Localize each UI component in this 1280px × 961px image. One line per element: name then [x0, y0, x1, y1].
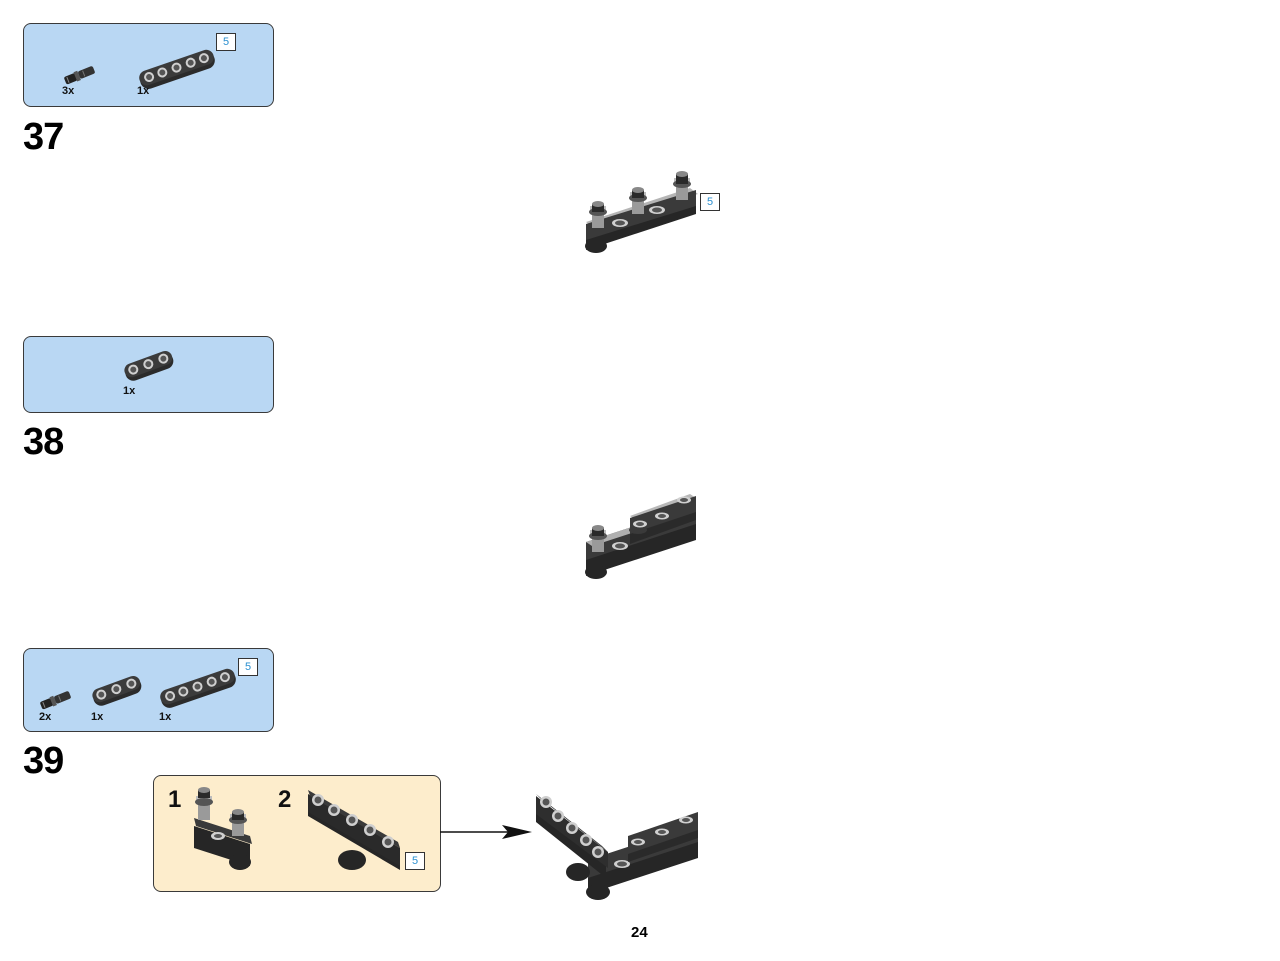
step-39-assembly-illustration	[536, 794, 698, 900]
step-number: 39	[23, 740, 64, 782]
arrow-right-icon	[440, 825, 532, 839]
length-badge: 5	[405, 852, 425, 870]
substep-callout: 1 2 5	[153, 775, 441, 892]
step-38-assembly-illustration	[585, 494, 696, 579]
length-badge: 5	[238, 658, 258, 676]
step-number: 38	[23, 421, 64, 463]
beam-5-icon	[160, 668, 236, 708]
step-38-parts-list: 1x	[23, 336, 274, 413]
pin-with-friction-icon	[64, 66, 95, 85]
length-badge: 5	[700, 193, 720, 211]
step-37-parts-list: 3x 1x 5	[23, 23, 274, 107]
step-37-assembly-illustration	[585, 171, 698, 253]
beam-3-icon	[92, 675, 142, 706]
pin-with-friction-icon	[40, 691, 71, 710]
part-count: 1x	[123, 385, 136, 397]
beam-5-icon	[139, 49, 215, 89]
substep-number: 1	[168, 786, 182, 813]
substep-2-illustration	[308, 790, 400, 870]
part-count: 1x	[159, 711, 172, 723]
step-number: 37	[23, 116, 64, 158]
substep-1-illustration	[194, 787, 252, 870]
length-badge: 5	[216, 33, 236, 51]
substep-number: 2	[278, 786, 292, 813]
page-number: 24	[631, 924, 648, 941]
step-39-parts-list: 2x 1x 1x 5	[23, 648, 274, 732]
beam-3-icon	[124, 350, 174, 381]
part-count: 1x	[137, 85, 150, 97]
part-count: 1x	[91, 711, 104, 723]
part-count: 3x	[62, 85, 75, 97]
part-count: 2x	[39, 711, 52, 723]
